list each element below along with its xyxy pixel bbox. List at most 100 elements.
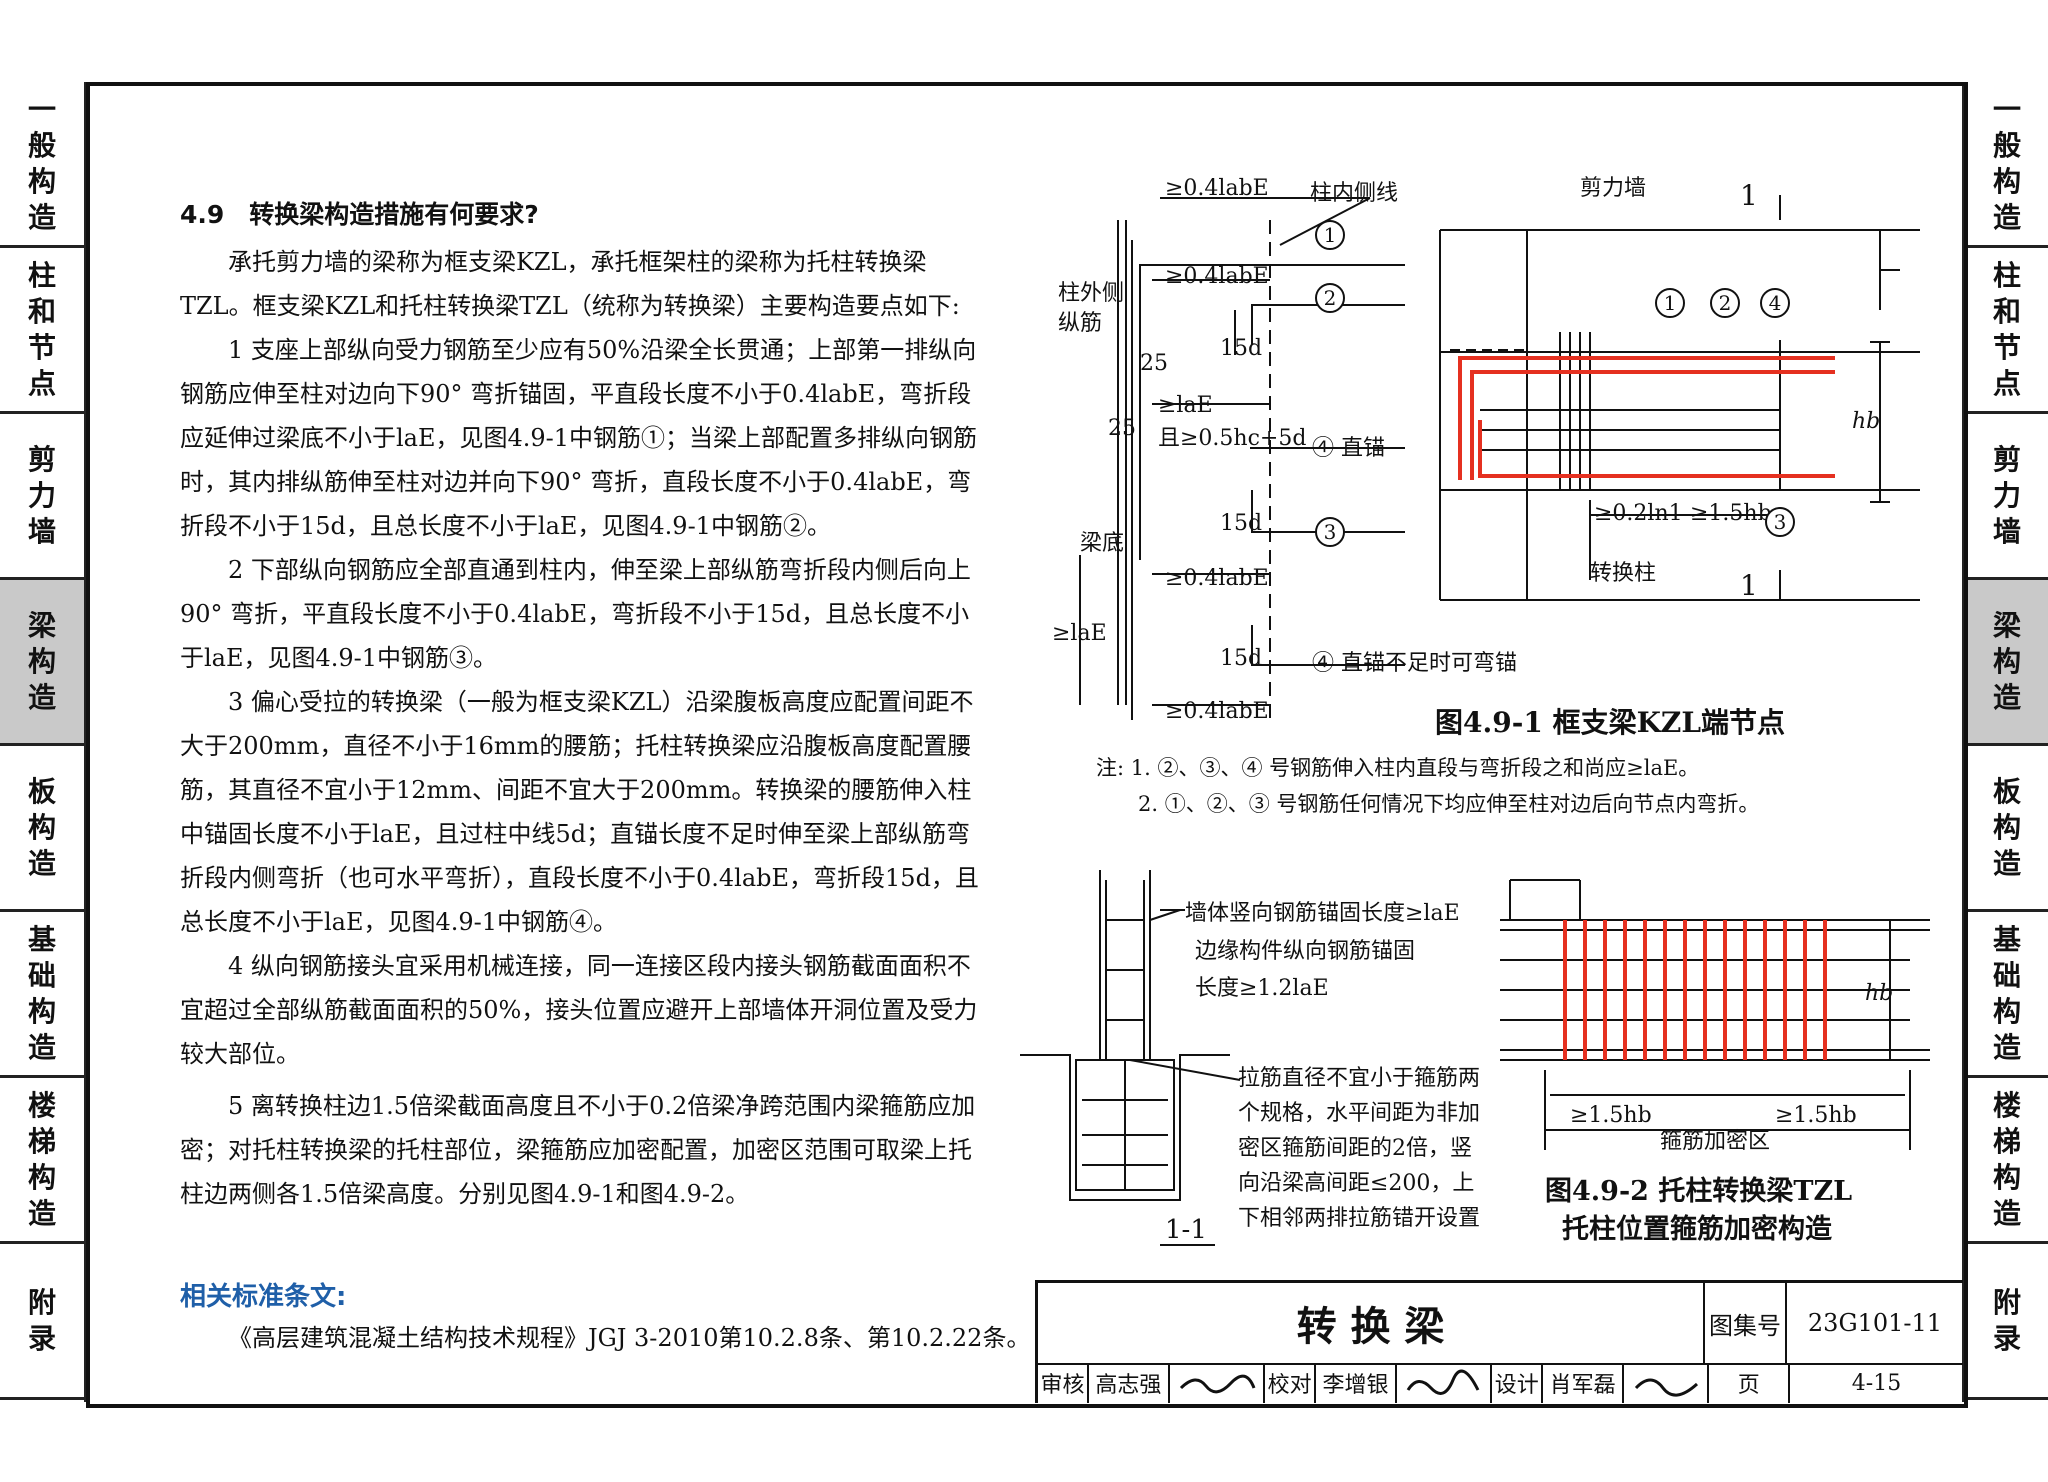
tab-char: 一 (1992, 92, 2021, 126)
fig2-label-5: 个规格，水平间距为非加 (1238, 1101, 1480, 1126)
left-tab-4[interactable]: 板构造 (0, 746, 84, 912)
paragraph-3: 3 偏心受拉的转换梁（一般为框支梁KZL）沿梁腹板高度应配置间距不大于200mm… (180, 688, 979, 936)
left-tab-0[interactable]: 一般构造 (0, 82, 84, 248)
fig1-dim-lae: ≥laE (1158, 393, 1213, 418)
tab-char: 梯 (1992, 1124, 2021, 1158)
fig1-d25a: 25 (1140, 351, 1168, 376)
tab-char: 造 (1992, 200, 2021, 234)
page-number: 4-15 (1851, 1370, 1902, 1396)
fig1-beam-bottom: 梁底 (1080, 531, 1124, 556)
atlas-number: 23G101-11 (1807, 1309, 1943, 1337)
fig2-section-label: 1-1 (1165, 1215, 1207, 1245)
fig2-hb: hb (1865, 981, 1893, 1006)
fig1-bent-label: ④ 直锚不足时可弯锚 (1312, 651, 1517, 676)
left-tab-1[interactable]: 柱和节点 (0, 248, 84, 414)
right-tab-0[interactable]: 一般构造 (1965, 82, 2048, 248)
circle-1-icon (1315, 220, 1345, 250)
circle-3b-icon (1765, 507, 1795, 537)
tab-char: 造 (27, 846, 56, 880)
fig1-section-mark-bottom: 1 (1740, 569, 1758, 602)
tab-char: 梁 (1992, 608, 2021, 642)
tab-char: 基 (27, 922, 56, 956)
tab-char: 柱 (1992, 258, 2021, 292)
review-label: 审核 (1038, 1363, 1090, 1403)
right-tab-4[interactable]: 板构造 (1965, 746, 2048, 912)
fig1-col-inner-label: 柱内侧线 (1310, 181, 1398, 206)
fig2-label-1: 墙体竖向钢筋锚固长度≥laE (1185, 901, 1460, 926)
right-tab-5[interactable]: 基础构造 (1965, 912, 2048, 1078)
fig1-dim-15: ≥1.5hb (1690, 501, 1772, 526)
tab-char: 墙 (27, 514, 56, 548)
designer-name: 肖军磊 (1543, 1363, 1624, 1403)
paragraph-5: 5 离转换柱边1.5倍梁截面高度且不小于0.2倍梁净跨范围内梁箍筋应加密；对托柱… (180, 1092, 976, 1208)
tab-char: 构 (27, 1160, 56, 1194)
checker-signature (1397, 1363, 1493, 1403)
right-tab-2[interactable]: 剪力墙 (1965, 414, 2048, 580)
fig2-caption-1: 图4.9-2 托柱转换梁TZL (1545, 1176, 1852, 1207)
tab-char: 构 (1992, 1160, 2021, 1194)
fig1-dim-4: ≥0.4labE (1165, 699, 1269, 724)
left-tab-7[interactable]: 附录 (0, 1244, 84, 1400)
tab-char: 造 (1992, 846, 2021, 880)
design-label: 设计 (1492, 1363, 1544, 1403)
tab-char: 一 (27, 92, 56, 126)
fig1-note-2: 2. ①、②、③ 号钢筋任何情况下均应伸至柱对边后向节点内弯折。 (1138, 792, 1760, 816)
left-tab-6[interactable]: 楼梯构造 (0, 1078, 84, 1244)
circle-4b-num: 4 (1769, 291, 1782, 315)
figure-4-9-2: 墙体竖向钢筋锚固长度≥laE 边缘构件纵向钢筋锚固 长度≥1.2laE 拉筋直径… (1020, 870, 1930, 1246)
tab-char: 录 (27, 1321, 56, 1355)
tab-char: 造 (27, 680, 56, 714)
paragraph-intro: 承托剪力墙的梁称为框支梁KZL，承托框架柱的梁称为托柱转换梁TZL。框支梁KZL… (180, 248, 960, 320)
fig2-dim-left: ≥1.5hb (1570, 1103, 1652, 1128)
tab-char: 墙 (1992, 514, 2021, 548)
tab-char: 剪 (1992, 442, 2021, 476)
tab-char: 剪 (27, 442, 56, 476)
fig1-dim-2: ≥0.4labE (1165, 264, 1269, 289)
right-tab-6[interactable]: 楼梯构造 (1965, 1078, 2048, 1244)
tab-char: 节 (27, 330, 56, 364)
tab-char: 造 (27, 200, 56, 234)
tab-char: 般 (1992, 128, 2021, 162)
circle-2b-num: 2 (1719, 291, 1732, 315)
left-tab-5[interactable]: 基础构造 (0, 912, 84, 1078)
tab-char: 梁 (27, 608, 56, 642)
tab-char: 楼 (27, 1088, 56, 1122)
fig1-section-mark-top: 1 (1740, 179, 1758, 212)
drawing-title: 转 换 梁 (1038, 1283, 1705, 1363)
tab-char: 力 (1992, 478, 2021, 512)
tab-char: 柱 (27, 258, 56, 292)
tab-char: 造 (27, 1030, 56, 1064)
tab-char: 点 (1992, 366, 2021, 400)
tab-char: 楼 (1992, 1088, 2021, 1122)
circle-2-icon (1315, 283, 1345, 313)
fig1-dim-02: ≥0.2ln1 (1594, 501, 1683, 526)
circle-3b-num: 3 (1774, 510, 1787, 534)
right-tab-1[interactable]: 柱和节点 (1965, 248, 2048, 414)
tab-char: 构 (1992, 810, 2021, 844)
body-text: 承托剪力墙的梁称为框支梁KZL，承托框架柱的梁称为托柱转换梁TZL。框支梁KZL… (180, 240, 990, 1216)
paragraph-2: 2 下部纵向钢筋应全部直通到柱内，伸至梁上部纵筋弯折段内侧后向上90° 弯折，平… (180, 556, 971, 672)
tab-char: 构 (27, 164, 56, 198)
tab-char: 基 (1992, 922, 2021, 956)
right-tab-7[interactable]: 附录 (1965, 1244, 2048, 1400)
fig1-hb: hb (1852, 409, 1880, 434)
fig2-label-4: 拉筋直径不宜小于箍筋两 (1238, 1066, 1480, 1091)
tab-char: 构 (27, 810, 56, 844)
tab-char: 构 (1992, 994, 2021, 1028)
tab-char: 力 (27, 478, 56, 512)
fig1-15d-b: 15d (1220, 511, 1262, 536)
fig1-col-outer-label-1: 柱外侧 (1058, 281, 1124, 306)
fig1-note-1: 注: 1. ②、③、④ 号钢筋伸入柱内直段与弯折段之和尚应≥laE。 (1096, 756, 1700, 780)
fig1-d25b: 25 (1108, 416, 1136, 441)
figure-4-9-1: ≥0.4labE 柱内侧线 柱外侧 纵筋 ≥0.4labE 25 15d ≥la… (1052, 176, 1920, 739)
circle-1b-num: 1 (1664, 291, 1677, 315)
left-tab-column (0, 82, 87, 1402)
tab-char: 板 (27, 774, 56, 808)
left-tab-2[interactable]: 剪力墙 (0, 414, 84, 580)
left-tab-3[interactable]: 梁构造 (0, 580, 84, 746)
tab-char: 构 (27, 644, 56, 678)
fig2-label-6: 密区箍筋间距的2倍，竖 (1238, 1136, 1472, 1161)
circle-3-num: 3 (1324, 520, 1337, 544)
right-tab-3[interactable]: 梁构造 (1965, 580, 2048, 746)
circle-2b-icon (1710, 288, 1740, 318)
